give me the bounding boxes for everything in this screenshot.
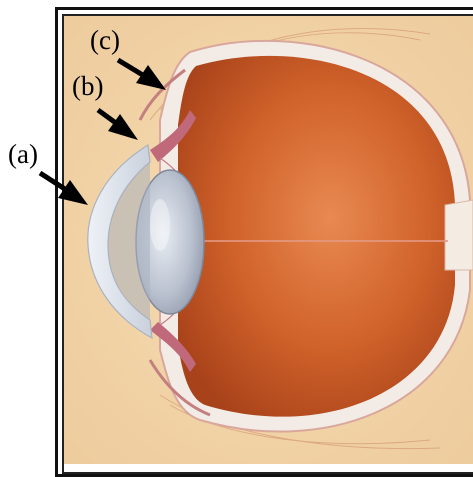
- optic-nerve: [445, 200, 473, 270]
- label-a: (a): [8, 141, 38, 168]
- eye-anatomy-figure: (a) (b) (c): [0, 0, 473, 464]
- label-c: (c): [90, 27, 120, 54]
- label-b: (b): [72, 73, 103, 100]
- vitreous-body: [178, 56, 455, 417]
- lens-highlight: [150, 199, 170, 251]
- eye-cross-section-illustration: [0, 0, 473, 464]
